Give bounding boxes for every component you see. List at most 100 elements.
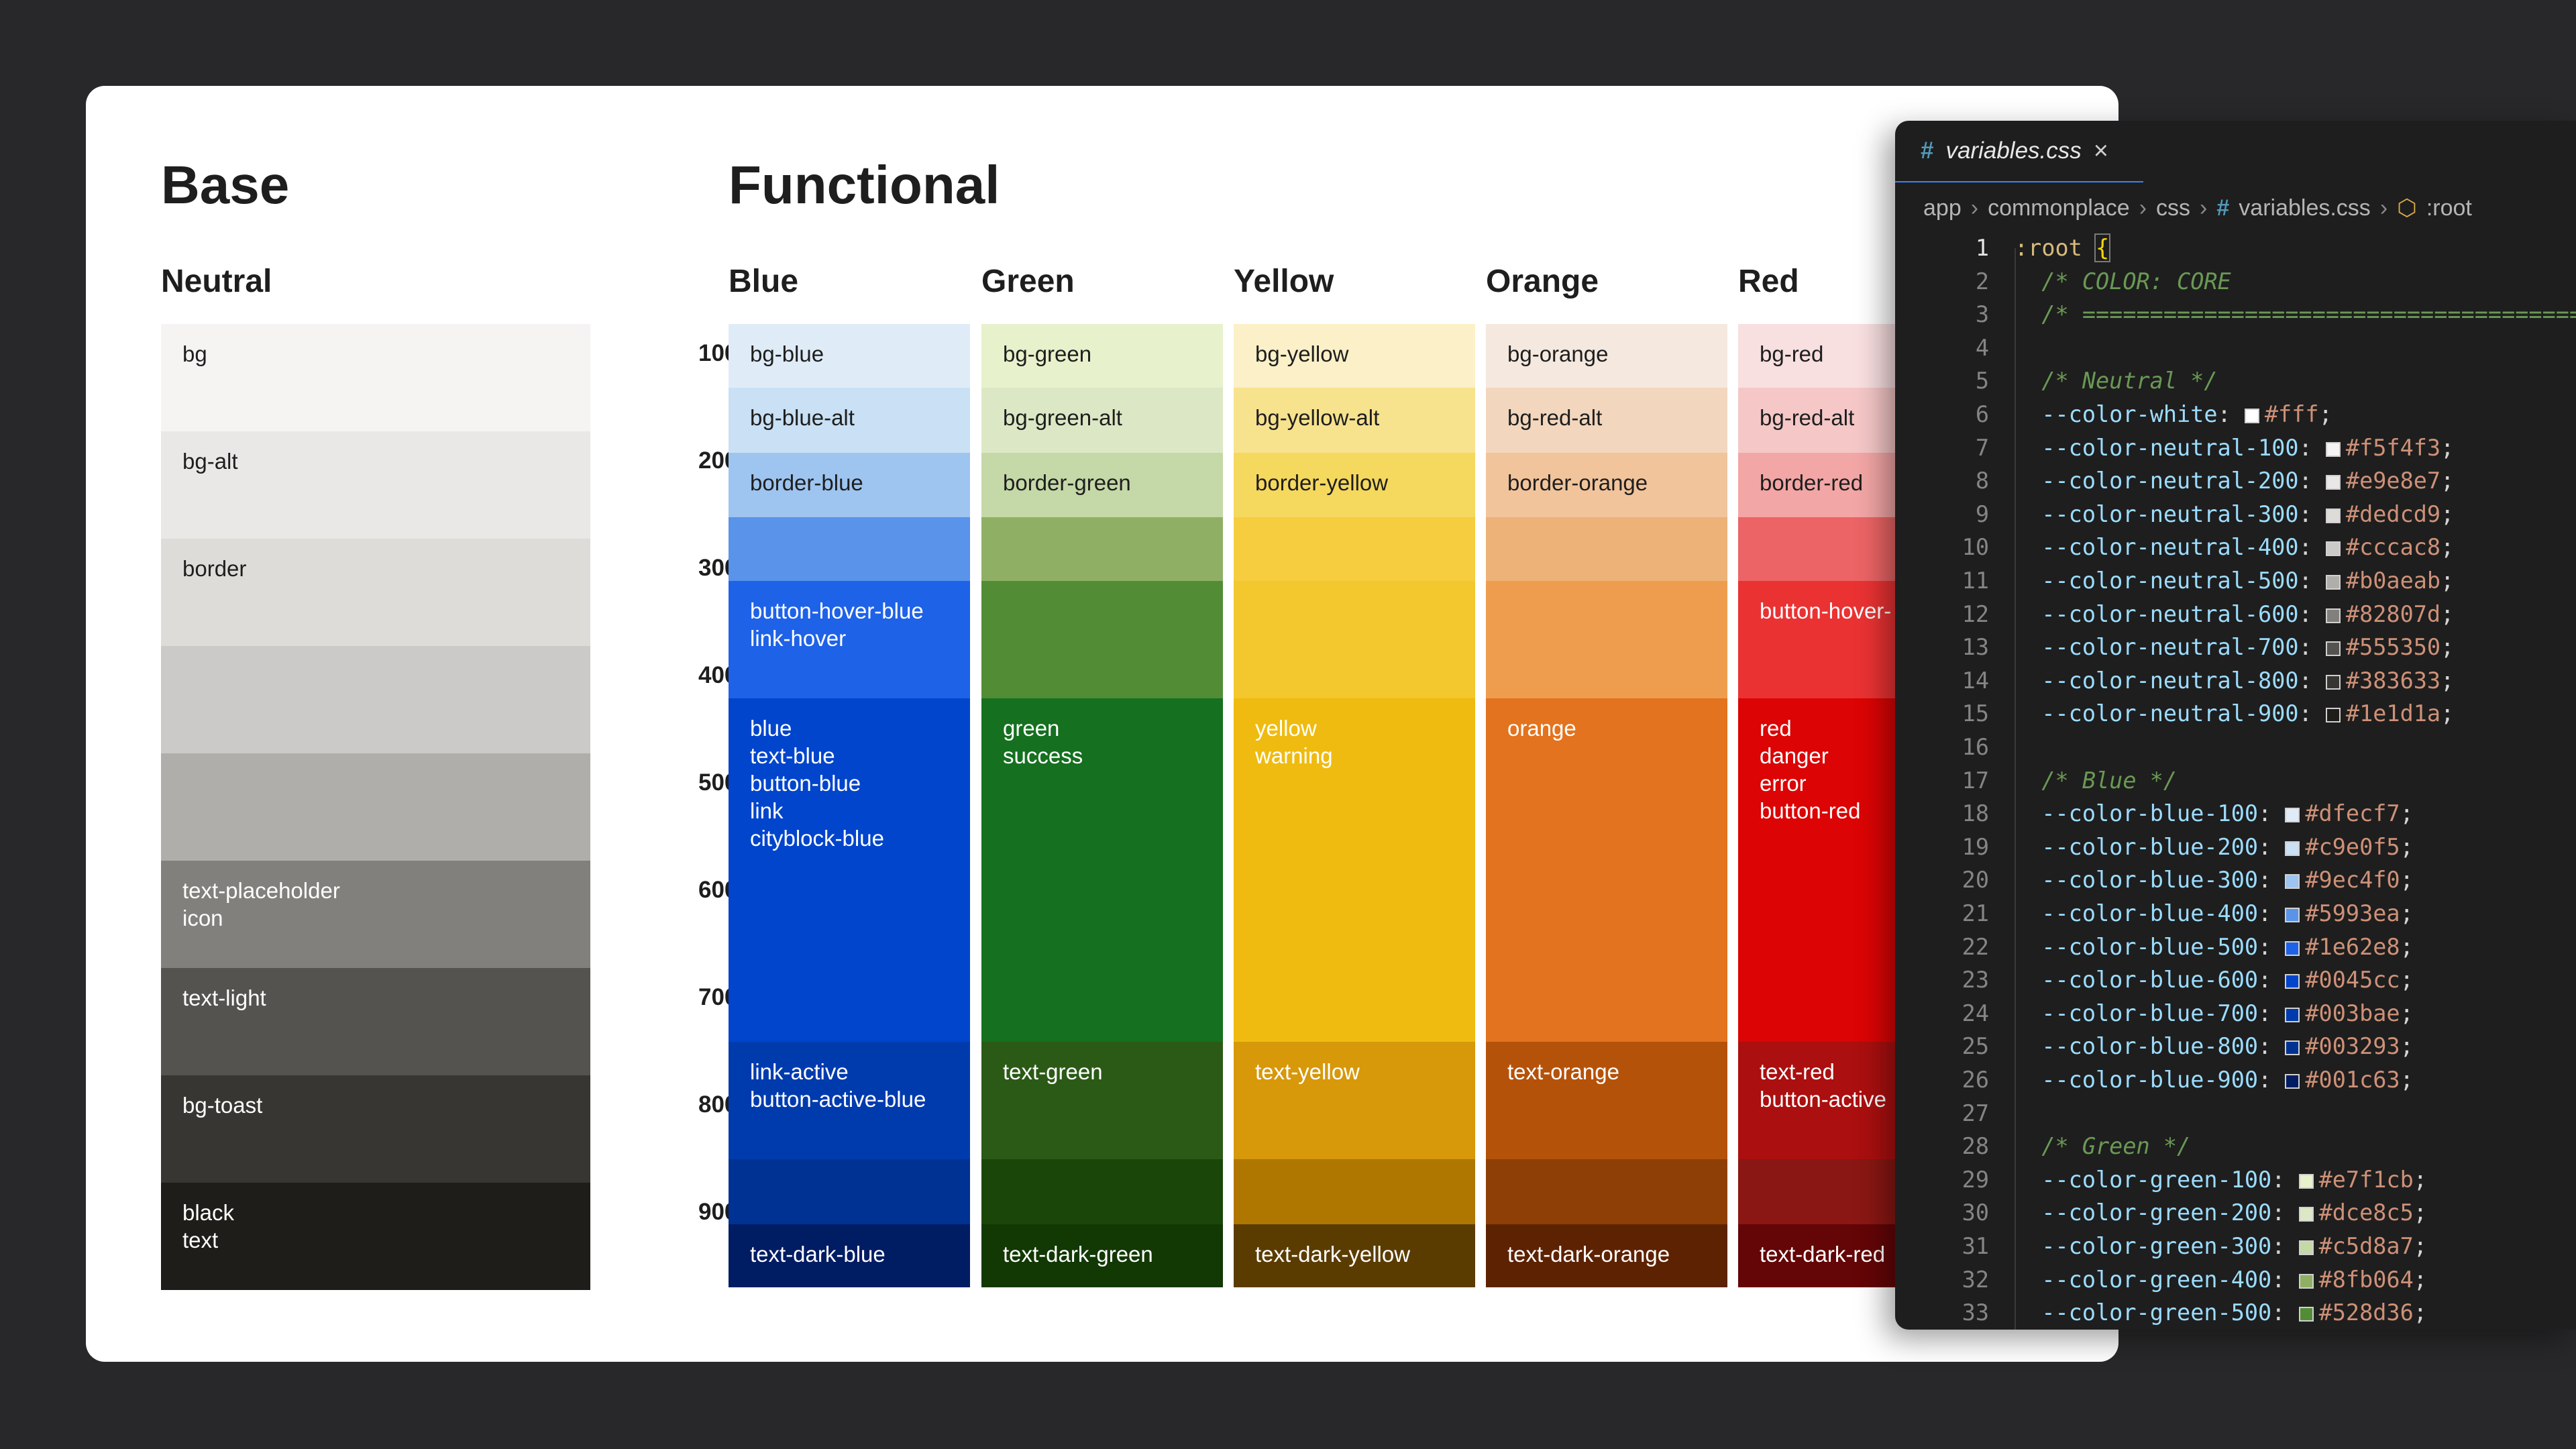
code-comment: /* Blue */ — [2015, 767, 2178, 794]
color-swatch — [981, 517, 1223, 581]
code-line[interactable]: 17 /* Blue */ — [1895, 764, 2576, 797]
color-swatch: border-green — [981, 453, 1223, 517]
line-number: 19 — [1962, 833, 1989, 860]
color-swatch: text-yellow — [1234, 1042, 1475, 1159]
line-content: --color-neutral-300: #dedcd9; — [2041, 500, 2455, 527]
code-line[interactable]: 25 --color-blue-800: #003293; — [1895, 1030, 2576, 1063]
color-swatch-chip[interactable] — [2285, 1040, 2300, 1056]
code-line[interactable]: 23 --color-blue-600: #0045cc; — [1895, 963, 2576, 996]
close-icon[interactable]: × — [2093, 136, 2108, 165]
code-line[interactable]: 7 --color-neutral-100: #f5f4f3; — [1895, 431, 2576, 464]
color-swatch-chip[interactable] — [2285, 1074, 2300, 1089]
code-line[interactable]: 4 — [1895, 331, 2576, 364]
swatch-label: bg-orange — [1507, 341, 1609, 366]
color-swatch-chip[interactable] — [2298, 1240, 2314, 1255]
code-line[interactable]: 30 --color-green-200: #dce8c5; — [1895, 1196, 2576, 1229]
color-swatch-chip[interactable] — [2285, 941, 2300, 956]
code-line[interactable]: 10 --color-neutral-400: #cccac8; — [1895, 531, 2576, 564]
code-line[interactable]: 13 --color-neutral-700: #555350; — [1895, 631, 2576, 663]
swatch-label: bg-red — [1760, 341, 1824, 366]
css-property: --color-white — [2041, 401, 2218, 427]
color-swatch-chip[interactable] — [2285, 908, 2300, 922]
code-line[interactable]: 31 --color-green-300: #c5d8a7; — [1895, 1230, 2576, 1263]
color-swatch-chip[interactable] — [2325, 541, 2341, 557]
line-content: --color-blue-900: #001c63; — [2041, 1067, 2414, 1093]
color-swatch-chip[interactable] — [2325, 608, 2341, 623]
color-swatch-chip[interactable] — [2285, 1007, 2300, 1022]
color-swatch-chip[interactable] — [2325, 575, 2341, 590]
css-value: #1e62e8 — [2305, 933, 2400, 960]
color-swatch: bg-red-alt — [1486, 388, 1727, 453]
color-swatch-chip[interactable] — [2298, 1207, 2314, 1222]
css-property: --color-green-100 — [2041, 1166, 2272, 1193]
color-swatch: bg-blue — [729, 324, 970, 388]
code-line[interactable]: 26 --color-blue-900: #001c63; — [1895, 1063, 2576, 1096]
code-line[interactable]: 27 — [1895, 1097, 2576, 1130]
breadcrumb-item[interactable]: app — [1923, 195, 1962, 221]
code-line[interactable]: 8 --color-neutral-200: #e9e8e7; — [1895, 464, 2576, 497]
swatch-label: text-green — [1003, 1059, 1103, 1084]
color-swatch-chip[interactable] — [2325, 674, 2341, 690]
css-value: #c9e0f5 — [2305, 833, 2400, 860]
color-swatch-chip[interactable] — [2285, 841, 2300, 856]
code-line[interactable]: 11 --color-neutral-500: #b0aeab; — [1895, 564, 2576, 597]
line-number: 15 — [1962, 700, 1989, 727]
code-line[interactable]: 19 --color-blue-200: #c9e0f5; — [1895, 830, 2576, 863]
color-swatch-chip[interactable] — [2285, 974, 2300, 989]
css-value: #cccac8 — [2345, 534, 2441, 561]
color-swatch-chip[interactable] — [2325, 641, 2341, 657]
css-file-icon: # — [1921, 138, 1934, 164]
tab-variables-css[interactable]: # variables.css × — [1895, 121, 2143, 182]
code-line[interactable]: 20 --color-blue-300: #9ec4f0; — [1895, 863, 2576, 896]
code-line[interactable]: 22 --color-blue-500: #1e62e8; — [1895, 930, 2576, 963]
breadcrumb-item[interactable]: :root — [2426, 195, 2472, 221]
color-swatch-chip[interactable] — [2325, 441, 2341, 457]
neutral-heading: Neutral — [161, 264, 272, 299]
color-swatch-chip[interactable] — [2244, 409, 2259, 423]
color-swatch-chip[interactable] — [2325, 475, 2341, 490]
code-line[interactable]: 14 --color-neutral-800: #383633; — [1895, 664, 2576, 697]
css-property: --color-blue-300 — [2041, 867, 2259, 894]
line-number: 32 — [1962, 1266, 1989, 1293]
css-value: #003293 — [2305, 1033, 2400, 1060]
css-value: #555350 — [2345, 634, 2441, 661]
code-line[interactable]: 3 /* ===================================… — [1895, 298, 2576, 331]
breadcrumb-item[interactable]: css — [2156, 195, 2191, 221]
code-line[interactable]: 5 /* Neutral */ — [1895, 364, 2576, 397]
code-line[interactable]: 21 --color-blue-400: #5993ea; — [1895, 897, 2576, 930]
color-swatch-chip[interactable] — [2325, 508, 2341, 523]
color-swatch-chip[interactable] — [2298, 1173, 2314, 1189]
code-line[interactable]: 24 --color-blue-700: #003bae; — [1895, 997, 2576, 1030]
code-line[interactable]: 18 --color-blue-100: #dfecf7; — [1895, 797, 2576, 830]
code-line[interactable]: 15 --color-neutral-900: #1e1d1a; — [1895, 697, 2576, 730]
css-property: --color-blue-600 — [2041, 967, 2259, 994]
neutral-swatch — [161, 753, 590, 861]
breadcrumb-item[interactable]: commonplace — [1988, 195, 2130, 221]
code-editor[interactable]: # variables.css × app›commonplace›css›#v… — [1895, 121, 2576, 1330]
color-swatch — [729, 1159, 970, 1224]
code-line[interactable]: 9 --color-neutral-300: #dedcd9; — [1895, 498, 2576, 531]
code-line[interactable]: 6 --color-white: #fff; — [1895, 398, 2576, 431]
line-number: 13 — [1962, 634, 1989, 661]
line-content: --color-white: #fff; — [2041, 401, 2332, 427]
color-swatch-chip[interactable] — [2325, 708, 2341, 723]
color-swatch-chip[interactable] — [2285, 808, 2300, 823]
color-swatch-chip[interactable] — [2298, 1307, 2314, 1322]
color-swatch-chip[interactable] — [2298, 1273, 2314, 1289]
open-brace: { — [2094, 233, 2111, 262]
code-line[interactable]: 32 --color-green-400: #8fb064; — [1895, 1263, 2576, 1296]
swatch-label: text-yellow — [1255, 1059, 1360, 1084]
code-line[interactable]: 1:root { — [1895, 231, 2576, 264]
color-swatch: blue text-blue button-blue link citybloc… — [729, 698, 970, 1042]
code-line[interactable]: 28 /* Green */ — [1895, 1130, 2576, 1163]
code-line[interactable]: 2 /* COLOR: CORE — [1895, 265, 2576, 298]
neutral-swatch: text-light — [161, 968, 590, 1075]
color-swatch: bg-orange — [1486, 324, 1727, 388]
code-line[interactable]: 12 --color-neutral-600: #82807d; — [1895, 598, 2576, 631]
breadcrumb-item[interactable]: variables.css — [2239, 195, 2371, 221]
code-line[interactable]: 29 --color-green-100: #e7f1cb; — [1895, 1163, 2576, 1196]
code-comment: /* COLOR: CORE — [2015, 268, 2231, 294]
code-line[interactable]: 16 — [1895, 731, 2576, 763]
code-line[interactable]: 33 --color-green-500: #528d36; — [1895, 1296, 2576, 1329]
color-swatch-chip[interactable] — [2285, 874, 2300, 890]
